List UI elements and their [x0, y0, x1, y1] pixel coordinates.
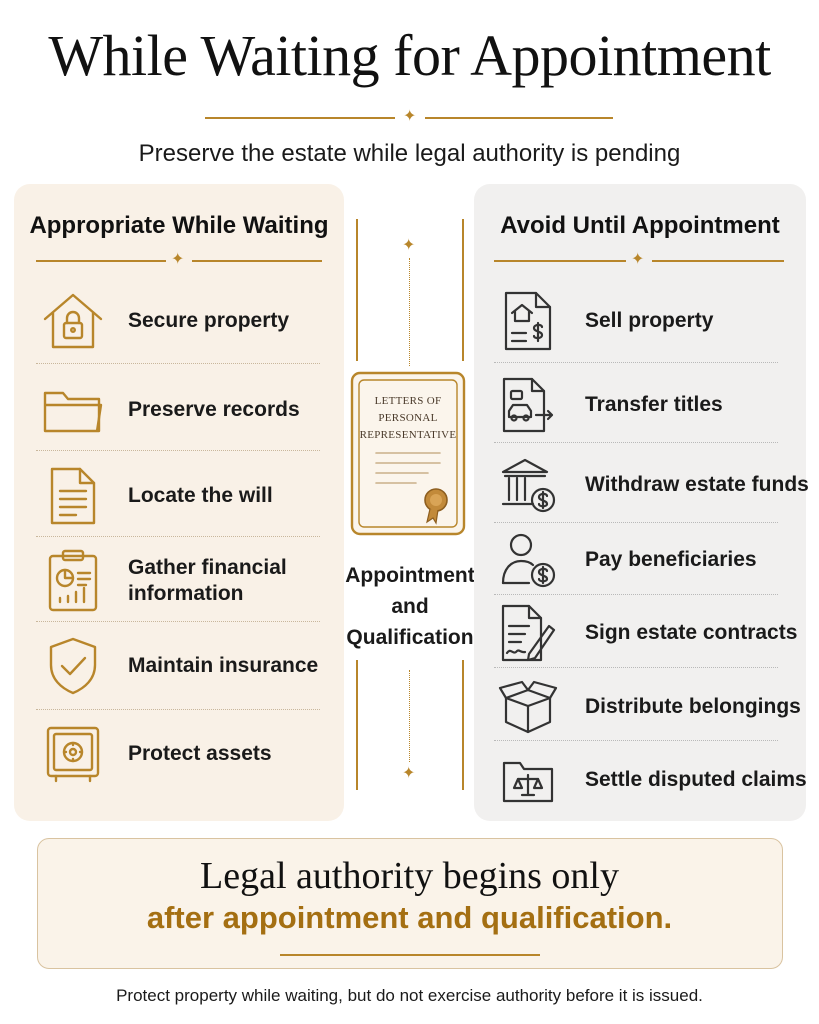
center-line-right: [462, 219, 464, 361]
list-item-sign-estate-contracts: Sign estate contracts: [498, 598, 797, 668]
list-item-label: Protect assets: [128, 742, 272, 765]
list-item-label: Secure property: [128, 309, 290, 332]
center-bottom-star-icon: ✦: [402, 765, 416, 782]
list-item-maintain-insurance: Maintain insurance: [40, 628, 318, 704]
appointment-caption: Appointment and Qualification: [340, 560, 480, 653]
right-separator: [494, 442, 778, 443]
contract-pen-icon: [498, 602, 558, 664]
list-item-gather-financial-information: Gather financial information: [40, 543, 298, 619]
safe-icon: [40, 724, 106, 784]
left-heading-star-icon: ✦: [171, 251, 185, 268]
callout-line-2: after appointment and qualification.: [146, 900, 673, 935]
caption-line: and: [391, 595, 429, 618]
certificate-line: PERSONAL: [378, 412, 438, 424]
list-item-settle-disputed-claims: Settle disputed claims: [498, 745, 807, 815]
folder-icon: [40, 383, 106, 437]
left-heading-divider-left: [36, 260, 166, 262]
list-item-label: Preserve records: [128, 398, 300, 421]
center-dotted-bottom: [409, 670, 410, 762]
document-icon: [40, 465, 106, 527]
left-separator: [36, 536, 320, 537]
list-item-label: Sign estate contracts: [585, 621, 798, 644]
title-divider-right: [425, 117, 613, 119]
right-heading-star-icon: ✦: [631, 251, 645, 268]
left-separator: [36, 363, 320, 364]
right-separator: [494, 522, 778, 523]
list-item-sell-property: Sell property: [498, 284, 713, 358]
callout-underline: [280, 954, 540, 956]
footer-note: Protect property while waiting, but do n…: [116, 986, 703, 1005]
person-dollar-icon: [498, 531, 558, 589]
list-item-label: Maintain insurance: [128, 654, 319, 677]
list-item-label: Transfer titles: [585, 393, 723, 416]
left-panel: [14, 184, 344, 821]
list-item-label: Locate the will: [128, 484, 273, 507]
house-lock-icon: [40, 289, 106, 353]
certificate-line: REPRESENTATIVE: [359, 429, 457, 441]
caption-line: Appointment: [345, 564, 475, 587]
right-separator: [494, 362, 778, 363]
right-separator: [494, 740, 778, 741]
list-item-label: Distribute belongings: [585, 695, 801, 718]
right-heading-divider-left: [494, 260, 626, 262]
center-line-left-bottom: [356, 660, 358, 790]
car-title-transfer-icon: [498, 375, 558, 435]
left-separator: [36, 450, 320, 451]
clipboard-chart-icon: [40, 548, 106, 614]
center-dotted-top: [409, 258, 410, 366]
page-title: While Waiting for Appointment: [48, 23, 771, 88]
shield-check-icon: [40, 635, 106, 697]
page-subtitle: Preserve the estate while legal authorit…: [138, 140, 681, 167]
authority-callout: [37, 838, 783, 969]
title-divider-star-icon: ✦: [403, 108, 417, 125]
list-item-distribute-belongings: Distribute belongings: [498, 672, 801, 742]
left-separator: [36, 709, 320, 710]
list-item-label: Pay beneficiaries: [585, 548, 757, 571]
left-heading-divider-right: [192, 260, 322, 262]
house-document-dollar-icon: [498, 289, 558, 353]
list-item-preserve-records: Preserve records: [40, 372, 300, 448]
caption-line: Qualification: [346, 626, 474, 649]
list-item-label: Gather financial information: [128, 556, 287, 605]
center-top-star-icon: ✦: [402, 237, 416, 254]
list-item-protect-assets: Protect assets: [40, 716, 272, 792]
right-separator: [494, 667, 778, 668]
list-item-withdraw-estate-funds: Withdraw estate funds: [498, 450, 809, 520]
list-item-transfer-titles: Transfer titles: [498, 370, 723, 440]
folder-scales-icon: [498, 755, 558, 805]
right-panel-heading: Avoid Until Appointment: [500, 212, 780, 239]
callout-line-1: Legal authority begins only: [200, 855, 619, 897]
list-item-secure-property: Secure property: [40, 283, 289, 359]
right-panel: [474, 184, 806, 821]
right-separator: [494, 594, 778, 595]
list-item-locate-will: Locate the will: [40, 458, 273, 534]
list-item-label: Sell property: [585, 309, 714, 332]
list-item-pay-beneficiaries: Pay beneficiaries: [498, 525, 757, 595]
certificate-line: LETTERS OF: [374, 395, 442, 407]
center-line-right-bottom: [462, 660, 464, 790]
bank-dollar-icon: [498, 456, 558, 514]
title-divider-left: [205, 117, 395, 119]
list-item-label: Withdraw estate funds: [585, 473, 809, 496]
list-item-label: Settle disputed claims: [585, 768, 807, 791]
left-separator: [36, 621, 320, 622]
left-panel-heading: Appropriate While Waiting: [29, 212, 329, 239]
open-box-icon: [498, 680, 558, 734]
letters-certificate: LETTERS OF PERSONAL REPRESENTATIVE: [350, 371, 466, 536]
center-line-left: [356, 219, 358, 361]
right-heading-divider-right: [652, 260, 784, 262]
